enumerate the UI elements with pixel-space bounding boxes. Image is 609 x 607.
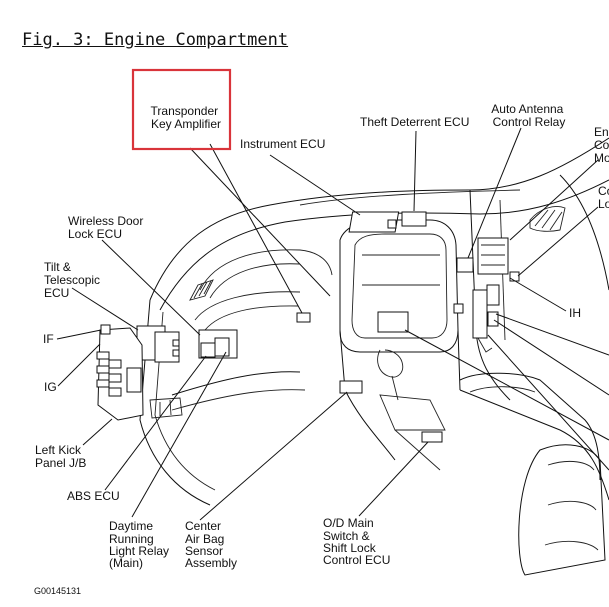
ih-small-box <box>453 303 464 314</box>
air-bag-sensor-box <box>377 311 409 333</box>
cropped-header-text: 00000000 <box>34 0 79 3</box>
if-connector-box <box>100 324 111 335</box>
theft-deterrent-box <box>401 211 427 227</box>
tilt-pin-2 <box>172 349 180 357</box>
label-instrument-ecu: Instrument ECU <box>240 137 325 151</box>
engine-control-module-box <box>477 237 509 275</box>
label-cowl-lock: Cowl Lock <box>598 184 609 211</box>
ih-side-box <box>486 284 500 306</box>
label-ih: IH <box>569 306 581 320</box>
label-wireless-door-lock: Wireless Door Lock ECU <box>68 214 147 241</box>
leader-lines <box>56 127 609 521</box>
footer-code: G00145131 <box>34 586 81 596</box>
figure-title: Fig. 3: Engine Compartment <box>22 30 289 50</box>
transponder-highlight-box <box>131 68 232 151</box>
tilt-pin-1 <box>172 339 180 347</box>
auto-antenna-relay-box <box>456 257 474 273</box>
jb-fuse-3 <box>96 379 110 388</box>
instrument-ecu-box <box>348 211 400 233</box>
label-theft-deterrent: Theft Deterrent ECU <box>360 115 469 129</box>
transponder-box <box>296 312 311 323</box>
label-ig: IG <box>44 380 57 394</box>
label-daytime-running: Daytime Running Light Relay (Main) <box>109 519 172 570</box>
label-od-main-switch: O/D Main Switch & Shift Lock Control ECU <box>323 516 390 567</box>
od-switch-box <box>339 380 363 394</box>
label-left-kick-panel: Left Kick Panel J/B <box>35 443 86 470</box>
jb-fuse-4 <box>108 359 122 369</box>
label-tilt-telescopic: Tilt & Telescopic ECU <box>44 260 103 300</box>
jb-fuse-6 <box>108 387 122 397</box>
dashboard-outline <box>139 137 609 576</box>
label-engine-control-module: Engine Control Module <box>594 125 609 165</box>
jb-fuse-1 <box>96 351 110 360</box>
cowl-lock-box <box>509 271 520 282</box>
jb-fuse-5 <box>108 373 122 383</box>
shift-lock-box <box>421 431 443 443</box>
abs-relay-box <box>200 342 216 358</box>
daytime-relay-box <box>214 337 230 357</box>
tilt-telescopic-side <box>154 331 180 363</box>
callout-labels: Transponder Key Amplifier Theft Deterren… <box>34 102 609 596</box>
label-if: IF <box>43 332 54 346</box>
ih-lower-box <box>487 311 499 327</box>
label-center-air-bag: Center Air Bag Sensor Assembly <box>185 519 237 570</box>
label-transponder: Transponder Key Amplifier <box>151 104 222 131</box>
component-shapes <box>96 211 520 443</box>
instrument-ecu-pin <box>387 219 397 229</box>
jb-relay <box>126 367 142 393</box>
ih-junction-box <box>472 289 488 339</box>
label-abs-ecu: ABS ECU <box>67 489 120 503</box>
label-auto-antenna: Auto Antenna Control Relay <box>491 102 566 129</box>
jb-fuse-2 <box>96 365 110 374</box>
